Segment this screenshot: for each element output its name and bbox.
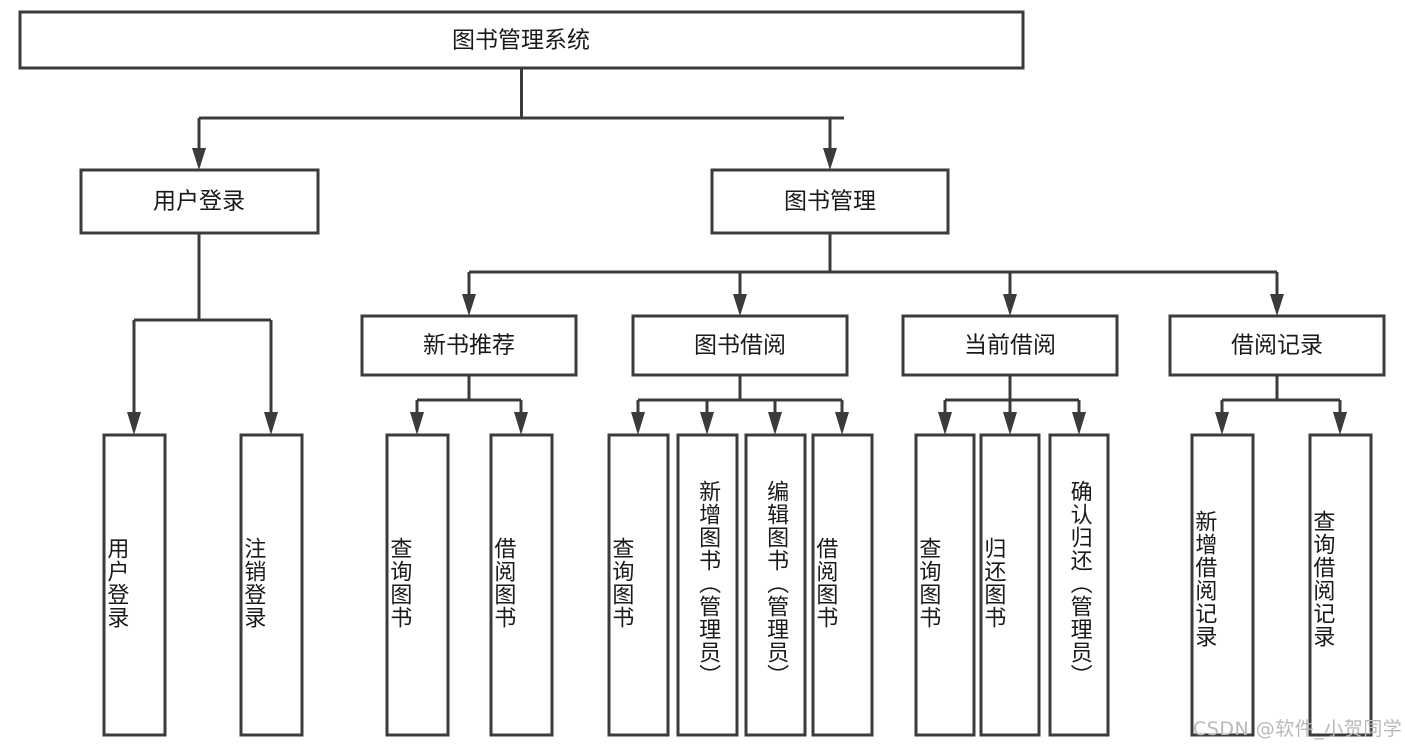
arrow-head-record — [1270, 294, 1284, 316]
leaf-new-book-1-box[interactable] — [385, 433, 450, 737]
node-current-borrow-box[interactable] — [901, 314, 1119, 377]
node-book-manage-box[interactable] — [710, 168, 950, 235]
node-book-borrow-box[interactable] — [631, 314, 849, 377]
leaf-record-1-label: 新增借阅记录 — [1191, 510, 1217, 648]
leaf-borrow-4-label: 借阅图书 — [812, 536, 838, 629]
arrow-head-borrow — [733, 294, 747, 316]
arrow-head-current-leaf-1 — [938, 412, 952, 435]
node-root-box[interactable] — [18, 10, 1025, 70]
leaf-borrow-2-label: 新增图书（管理员） — [695, 480, 721, 687]
connector-layer — [127, 68, 1347, 435]
arrow-head-current-leaf-2 — [1003, 412, 1017, 435]
leaf-current-2-label: 归还图书 — [980, 536, 1006, 629]
arrow-head-leaf-user-login-1 — [127, 412, 141, 435]
node-book-manage-label: 图书管理 — [784, 189, 876, 215]
node-borrow-record-label: 借阅记录 — [1231, 333, 1323, 359]
leaf-current-3-box[interactable] — [1048, 433, 1110, 737]
arrow-head-borrow-leaf-2 — [700, 412, 714, 435]
leaf-user-login-2-box[interactable] — [239, 433, 304, 737]
node-book-borrow-label: 图书借阅 — [694, 333, 786, 359]
node-root-label: 图书管理系统 — [452, 28, 590, 54]
leaf-borrow-3-box[interactable] — [744, 433, 807, 737]
arrow-head-newbook — [462, 294, 476, 316]
arrow-head-newbook-leaf-1 — [410, 412, 424, 435]
arrow-head-user-login — [192, 148, 206, 170]
node-borrow-record-box[interactable] — [1168, 314, 1386, 377]
leaf-borrow-1-label: 查询图书 — [608, 536, 634, 629]
leaf-current-2-box[interactable] — [979, 433, 1041, 737]
leaf-user-login-2-label: 注销登录 — [240, 536, 266, 629]
leaf-new-book-1-label: 查询图书 — [386, 536, 412, 629]
arrow-head-current-leaf-3 — [1072, 412, 1086, 435]
leaf-borrow-3-label: 编辑图书（管理员） — [763, 480, 789, 687]
arrow-head-record-leaf-2 — [1333, 412, 1347, 435]
node-layer: 图书管理系统 用户登录 图书管理 新书推荐 图书借阅 当前借阅 借阅记录 — [18, 10, 1386, 737]
arrow-head-newbook-leaf-2 — [514, 412, 528, 435]
arrow-head-borrow-leaf-1 — [631, 412, 645, 435]
arrow-head-current — [1003, 294, 1017, 316]
leaf-current-1-label: 查询图书 — [915, 536, 941, 629]
leaf-record-2-label: 查询借阅记录 — [1309, 510, 1335, 648]
node-user-login-label: 用户登录 — [153, 189, 245, 215]
leaf-borrow-1-box[interactable] — [607, 433, 670, 737]
arrow-head-borrow-leaf-3 — [768, 412, 782, 435]
leaf-borrow-2-box[interactable] — [676, 433, 739, 737]
leaf-current-1-box[interactable] — [914, 433, 976, 737]
arrow-head-leaf-user-login-2 — [264, 412, 278, 435]
leaf-record-1-box[interactable] — [1190, 433, 1255, 737]
leaf-record-2-box[interactable] — [1308, 433, 1373, 737]
arrow-head-record-leaf-1 — [1215, 412, 1229, 435]
node-current-borrow-label: 当前借阅 — [964, 333, 1056, 359]
leaf-new-book-2-box[interactable] — [489, 433, 554, 737]
watermark-text: CSDN @软件_小贺同学 — [1193, 718, 1403, 740]
arrow-head-borrow-leaf-4 — [835, 412, 849, 435]
node-new-book-rec-box[interactable] — [360, 314, 578, 377]
arrow-head-book-manage — [823, 148, 837, 170]
node-user-login-box[interactable] — [79, 168, 320, 235]
leaf-current-3-label: 确认归还（管理员） — [1066, 480, 1092, 687]
node-new-book-rec-label: 新书推荐 — [423, 333, 515, 359]
leaf-new-book-2-label: 借阅图书 — [490, 536, 516, 629]
leaf-user-login-1-label: 用户登录 — [103, 536, 129, 629]
leaf-user-login-1-box[interactable] — [102, 433, 167, 737]
leaf-borrow-4-box[interactable] — [811, 433, 874, 737]
